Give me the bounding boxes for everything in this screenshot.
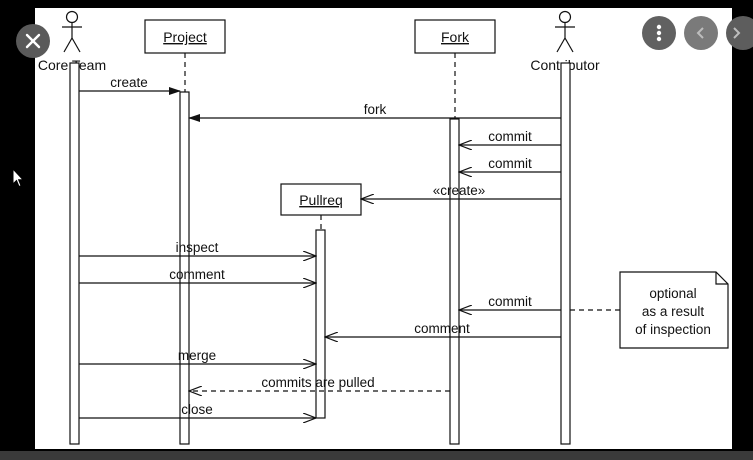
- more-options-button[interactable]: [642, 16, 676, 50]
- note-line-3: of inspection: [635, 322, 711, 337]
- message-commit-3: commit: [459, 294, 561, 310]
- message-merge: merge: [79, 348, 316, 364]
- message-fork: fork: [188, 102, 561, 122]
- message-create-pullreq: «create»: [361, 183, 561, 199]
- object-fork: Fork: [414, 19, 496, 54]
- message-close: close: [79, 402, 316, 418]
- message-label-commit: commit: [488, 156, 532, 171]
- message-commits-pulled: commits are pulled: [189, 375, 450, 391]
- previous-image-button[interactable]: [684, 16, 718, 50]
- object-label-pullreq: Pullreq: [299, 192, 343, 208]
- note-optional: optional as a result of inspection: [570, 271, 729, 349]
- stick-figure-icon: [555, 10, 575, 53]
- message-label-commit: commit: [488, 129, 532, 144]
- activation-fork: [449, 118, 460, 445]
- bottom-scroll-strip: [0, 451, 753, 460]
- close-button[interactable]: [16, 24, 50, 58]
- message-label-merge: merge: [178, 348, 216, 363]
- message-label-commits-pulled: commits are pulled: [261, 375, 374, 390]
- object-label-project: Project: [163, 29, 207, 45]
- message-label-fork: fork: [364, 102, 387, 117]
- object-label-fork: Fork: [441, 29, 470, 45]
- next-image-button[interactable]: [726, 16, 753, 50]
- message-label-create-pullreq: «create»: [433, 183, 486, 198]
- stick-figure-icon: [62, 10, 82, 53]
- message-commit-2: commit: [459, 156, 561, 172]
- note-line-1: optional: [649, 286, 696, 301]
- chevron-left-icon: [696, 27, 704, 39]
- more-vertical-icon: [656, 24, 662, 42]
- chevron-right-icon: [733, 27, 741, 39]
- message-comment-2: comment: [325, 321, 561, 337]
- message-label-inspect: inspect: [176, 240, 219, 255]
- activation-contributor: [560, 62, 571, 445]
- message-label-comment: comment: [414, 321, 470, 336]
- sequence-diagram: Core Team Contributor Project: [35, 8, 732, 449]
- activation-pullreq: [315, 229, 326, 419]
- message-label-create: create: [110, 75, 148, 90]
- message-label-close: close: [181, 402, 213, 417]
- message-label-commit: commit: [488, 294, 532, 309]
- object-pullreq: Pullreq: [280, 183, 362, 216]
- note-line-2: as a result: [642, 304, 705, 319]
- close-icon: [25, 33, 41, 49]
- message-create: create: [79, 75, 181, 95]
- message-label-comment: comment: [169, 267, 225, 282]
- message-commit-1: commit: [459, 129, 561, 145]
- message-inspect: inspect: [79, 240, 316, 256]
- mouse-pointer-icon: [12, 168, 24, 188]
- activation-project: [179, 91, 190, 445]
- message-comment-1: comment: [79, 267, 316, 283]
- object-project: Project: [144, 19, 226, 54]
- activation-core-team: [69, 62, 80, 445]
